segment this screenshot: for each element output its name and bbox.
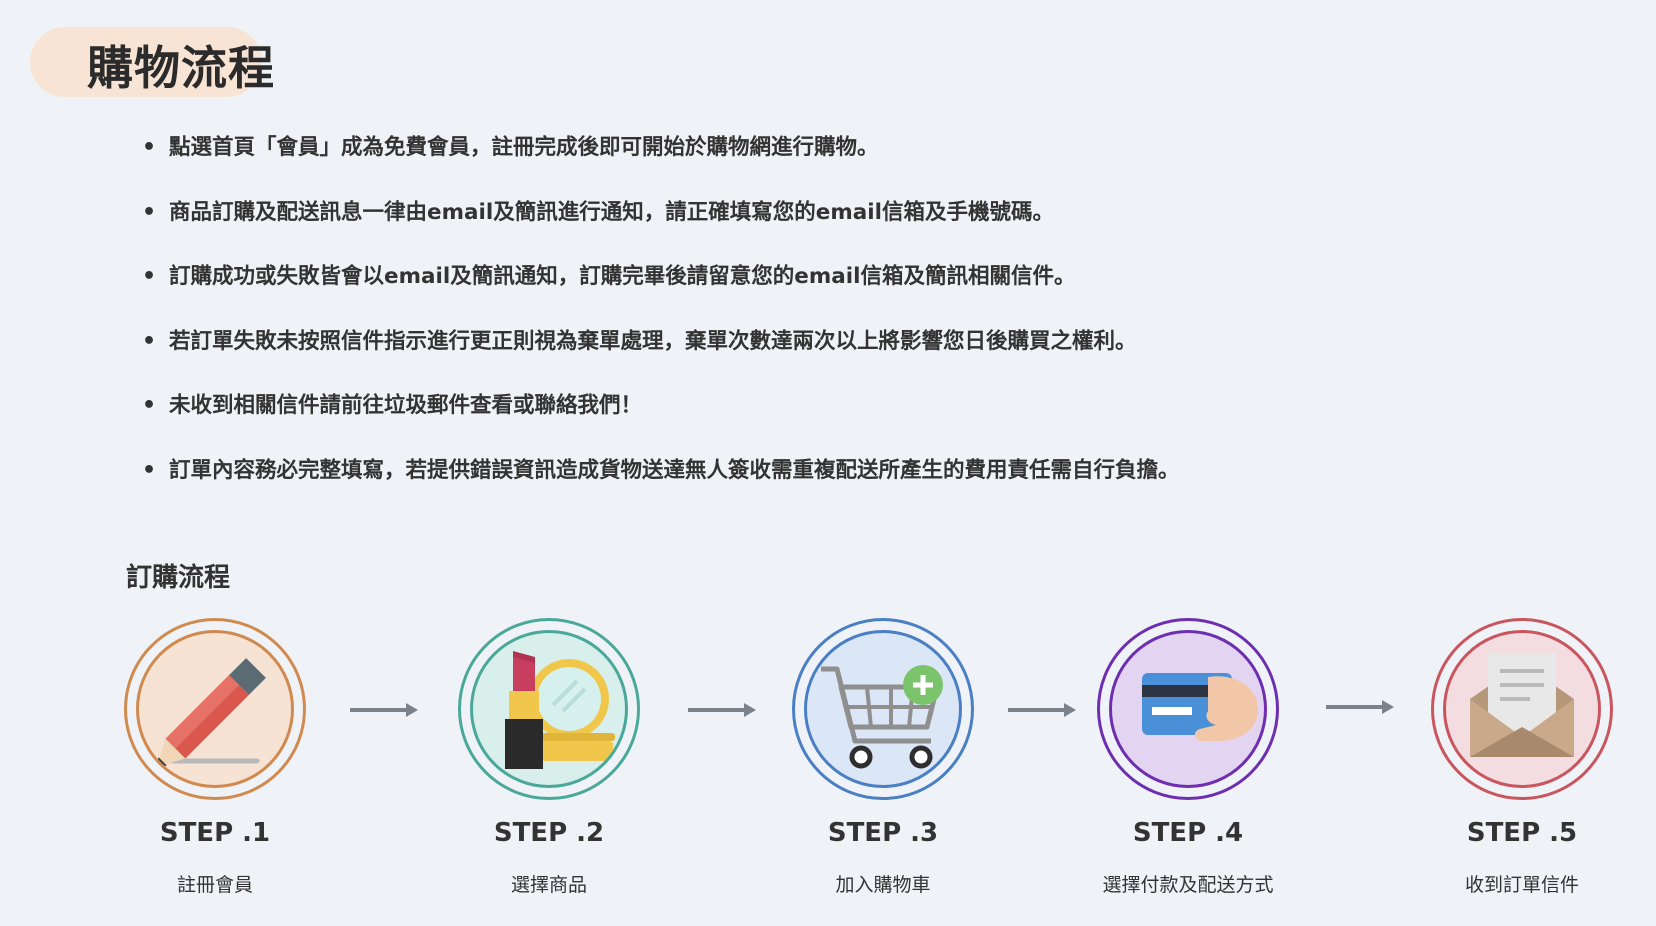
step-ring-inner: [470, 630, 628, 788]
step-description: 收到訂單信件: [1464, 874, 1579, 896]
step-label: STEP .4: [1132, 818, 1244, 848]
step-description: 選擇付款及配送方式: [1102, 874, 1274, 896]
step-ring: [792, 618, 974, 800]
order-flow-heading: 訂購流程: [126, 563, 231, 593]
note-text: 訂購成功或失敗皆會以email及簡訊通知，訂購完畢後請留意您的email信箱及簡…: [169, 264, 1076, 289]
bullet-icon: •: [142, 393, 157, 418]
note-item: • 點選首頁「會員」成為免費會員，註冊完成後即可開始於購物網進行購物。: [142, 134, 1180, 199]
order-step-4: STEP .4 選擇付款及配送方式: [1097, 618, 1287, 918]
step-description: 選擇商品: [510, 874, 587, 896]
step-label: STEP .5: [1466, 818, 1578, 848]
bullet-icon: •: [142, 135, 157, 160]
bullet-icon: •: [142, 328, 157, 354]
step-ring-inner: [804, 630, 962, 788]
step-ring: [1097, 618, 1279, 800]
order-step-1: STEP .1 註冊會員: [124, 618, 314, 918]
step-description: 加入購物車: [835, 874, 931, 896]
arrow-right-icon: [350, 700, 420, 720]
page-title-block: 購物流程: [30, 27, 274, 99]
envelope-letter-icon: [1470, 653, 1574, 757]
note-item: • 商品訂購及配送訊息一律由email及簡訊進行通知，請正確填寫您的email信箱…: [142, 199, 1180, 264]
note-text: 若訂單失敗未按照信件指示進行更正則視為棄單處理，棄單次數達兩次以上將影響您日後購…: [169, 328, 1137, 354]
step-ring-inner: [136, 630, 294, 788]
note-text: 點選首頁「會員」成為免費會員，註冊完成後即可開始於購物網進行購物。: [169, 135, 879, 160]
bullet-icon: •: [142, 199, 157, 225]
order-step-3: STEP .3 加入購物車: [792, 618, 982, 918]
cosmetics-icon: [505, 651, 615, 769]
arrow-right-icon: [1008, 700, 1078, 720]
arrow-right-icon: [1326, 697, 1396, 717]
credit-card-icon: [1142, 673, 1258, 741]
step-label: STEP .1: [159, 818, 271, 848]
arrow-right-icon: [688, 700, 758, 720]
step-ring: [1431, 618, 1613, 800]
note-text: 訂單內容務必完整填寫，若提供錯誤資訊造成貨物送達無人簽收需重複配送所產生的費用責…: [169, 457, 1180, 483]
title-accent-pill: [30, 27, 262, 97]
step-ring-inner: [1443, 630, 1601, 788]
step-ring-inner: [1109, 630, 1267, 788]
step-description: 註冊會員: [176, 874, 253, 896]
note-item: • 若訂單失敗未按照信件指示進行更正則視為棄單處理，棄單次數達兩次以上將影響您日後…: [142, 328, 1180, 393]
order-step-2: STEP .2 選擇商品: [458, 618, 648, 918]
page-title: 購物流程: [87, 41, 275, 95]
step-ring: [124, 618, 306, 800]
step-label: STEP .2: [493, 818, 605, 848]
note-item: • 訂單內容務必完整填寫，若提供錯誤資訊造成貨物送達無人簽收需重複配送所產生的費用…: [142, 457, 1180, 522]
cart-add-icon: [821, 665, 943, 769]
note-text: 商品訂購及配送訊息一律由email及簡訊進行通知，請正確填寫您的email信箱及…: [169, 199, 1054, 225]
note-text: 未收到相關信件請前往垃圾郵件查看或聯絡我們！: [169, 393, 643, 418]
note-item: • 訂購成功或失敗皆會以email及簡訊通知，訂購完畢後請留意您的email信箱及…: [142, 263, 1180, 328]
bullet-icon: •: [142, 457, 157, 483]
step-ring: [458, 618, 640, 800]
order-step-5: STEP .5 收到訂單信件: [1431, 618, 1621, 918]
bullet-icon: •: [142, 264, 157, 289]
note-item: • 未收到相關信件請前往垃圾郵件查看或聯絡我們！: [142, 392, 1180, 457]
shopping-notes-list: • 點選首頁「會員」成為免費會員，註冊完成後即可開始於購物網進行購物。 • 商品訂購…: [142, 134, 1180, 521]
step-label: STEP .3: [827, 818, 939, 848]
pencil-icon: [157, 658, 266, 767]
